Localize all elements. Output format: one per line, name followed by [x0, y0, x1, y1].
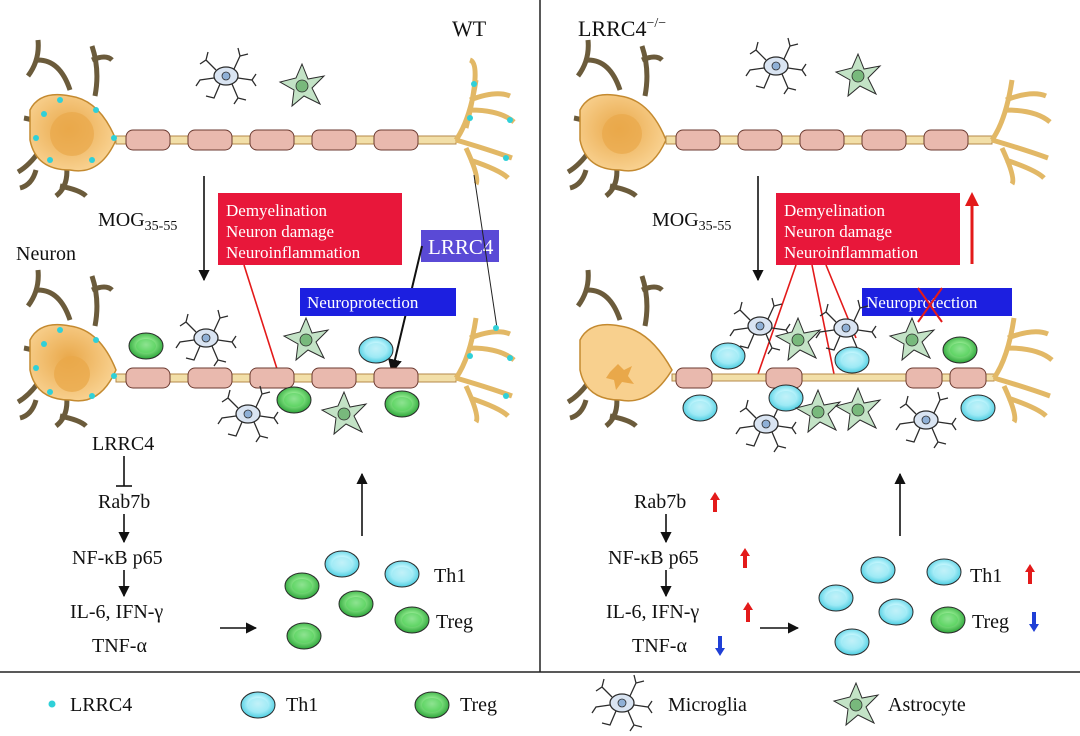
ko-astrocyte-2	[889, 317, 935, 361]
wt-protection-label: Neuroprotection	[307, 293, 419, 312]
ko-th1-9	[834, 628, 870, 656]
wt-treg-2	[276, 386, 312, 414]
ko-effects-box	[776, 193, 960, 265]
ko-bottom-neuron	[566, 269, 1054, 428]
wt-th1-3	[384, 560, 420, 588]
legend-microglia-icon	[591, 674, 653, 732]
wt-treg-3	[384, 390, 420, 418]
wt-treg-4	[284, 572, 320, 600]
wt-protection-box	[300, 288, 456, 316]
wt-th1-2	[324, 550, 360, 578]
wt-treg-6	[394, 606, 430, 634]
wt-pathway-5: TNF-α	[92, 635, 147, 657]
wt-gene-label: LRRC4	[428, 235, 494, 259]
ko-il6-up-arrow	[743, 602, 753, 622]
ko-stimulus-label: MOG35-55	[652, 209, 731, 234]
ko-effect-1: Demyelination	[784, 201, 886, 220]
ko-treg-1	[942, 336, 978, 364]
wt-effect-1: Demyelination	[226, 201, 328, 220]
wt-stimulus-label: MOG35-55	[98, 209, 177, 234]
wt-panel: WT MOG35-55 Neuron Demyelination Neuron	[16, 16, 516, 657]
ko-th1-10	[926, 558, 962, 586]
wt-top-neuron	[16, 39, 516, 198]
ko-top-neuron	[566, 39, 1052, 198]
ko-pathway-1: Rab7b	[634, 491, 686, 513]
wt-condition-label: WT	[452, 16, 487, 41]
legend-astrocyte-icon	[833, 682, 879, 726]
ko-protection-box	[862, 288, 1012, 316]
ko-pathway-4: TNF-α	[632, 635, 687, 657]
legend-treg: Treg	[460, 694, 497, 716]
ko-pathway-2: NF-κB p65	[608, 547, 699, 569]
ko-pathway-3: IL-6, IFN-γ	[606, 601, 699, 623]
ko-protection-label: Neuroprotection	[866, 293, 978, 312]
ko-tnf-down-arrow	[715, 636, 725, 656]
wt-cell-treg: Treg	[436, 611, 473, 633]
ko-th1-up-arrow	[1025, 564, 1035, 584]
wt-effects-box	[218, 193, 402, 265]
wt-neuron-label: Neuron	[16, 243, 76, 265]
wt-treg-7	[286, 622, 322, 650]
legend: LRRC4 Th1 Treg Microglia Astrocyte	[48, 674, 966, 732]
wt-cell-th1: Th1	[434, 565, 466, 587]
ko-th1-5	[960, 394, 996, 422]
ko-effect-3: Neuroinflammation	[784, 243, 919, 262]
wt-microglia-3	[217, 385, 279, 443]
ko-th1-8	[878, 598, 914, 626]
ko-nfkb-up-arrow	[740, 548, 750, 568]
wt-effect-3: Neuroinflammation	[226, 243, 361, 262]
wt-th1-1	[358, 336, 394, 364]
wt-treg-1	[128, 332, 164, 360]
legend-astrocyte: Astrocyte	[888, 694, 966, 716]
ko-th1-7	[818, 584, 854, 612]
wt-astrocyte-2	[283, 317, 329, 361]
ko-astrocyte-4	[835, 387, 881, 431]
ko-effects-up-arrow	[965, 192, 979, 264]
ko-treg-down-arrow	[1029, 612, 1039, 632]
ko-astrocyte-top	[835, 53, 881, 97]
ko-microglia-4	[895, 391, 957, 449]
ko-astrocyte-1	[775, 317, 821, 361]
ko-panel: LRRC4−/− MOG35-55 Demyelination Neuron d…	[566, 16, 1054, 657]
wt-pathway-4: IL-6, IFN-γ	[70, 601, 163, 623]
ko-condition-label: LRRC4−/−	[578, 16, 666, 41]
wt-effect-2: Neuron damage	[226, 222, 334, 241]
wt-pathway-2: Rab7b	[98, 491, 150, 513]
wt-astrocyte-3	[321, 391, 367, 435]
ko-th1-3	[682, 394, 718, 422]
wt-microglia-2	[175, 309, 237, 367]
legend-th1: Th1	[286, 694, 318, 716]
wt-treg-5	[338, 590, 374, 618]
ko-cell-th1: Th1	[970, 565, 1002, 587]
legend-treg-icon	[414, 691, 450, 719]
ko-treg-2	[930, 606, 966, 634]
ko-rab7b-up-arrow	[710, 492, 720, 512]
wt-pathway-1: LRRC4	[92, 433, 154, 455]
ko-effect-2: Neuron damage	[784, 222, 892, 241]
ko-th1-2	[834, 346, 870, 374]
ko-th1-1	[710, 342, 746, 370]
legend-microglia: Microglia	[668, 694, 747, 716]
legend-lrrc4-dot-icon	[48, 700, 56, 708]
ko-protection-cross	[917, 287, 943, 323]
legend-th1-icon	[240, 691, 276, 719]
legend-lrrc4: LRRC4	[70, 694, 132, 716]
wt-pathway-3: NF-κB p65	[72, 547, 163, 569]
ko-microglia-top	[745, 37, 807, 95]
ko-th1-6	[860, 556, 896, 584]
ko-cell-treg: Treg	[972, 611, 1009, 633]
wt-astrocyte-top	[279, 63, 325, 107]
wt-microglia-top	[195, 47, 257, 105]
wt-bottom-neuron	[16, 269, 516, 428]
